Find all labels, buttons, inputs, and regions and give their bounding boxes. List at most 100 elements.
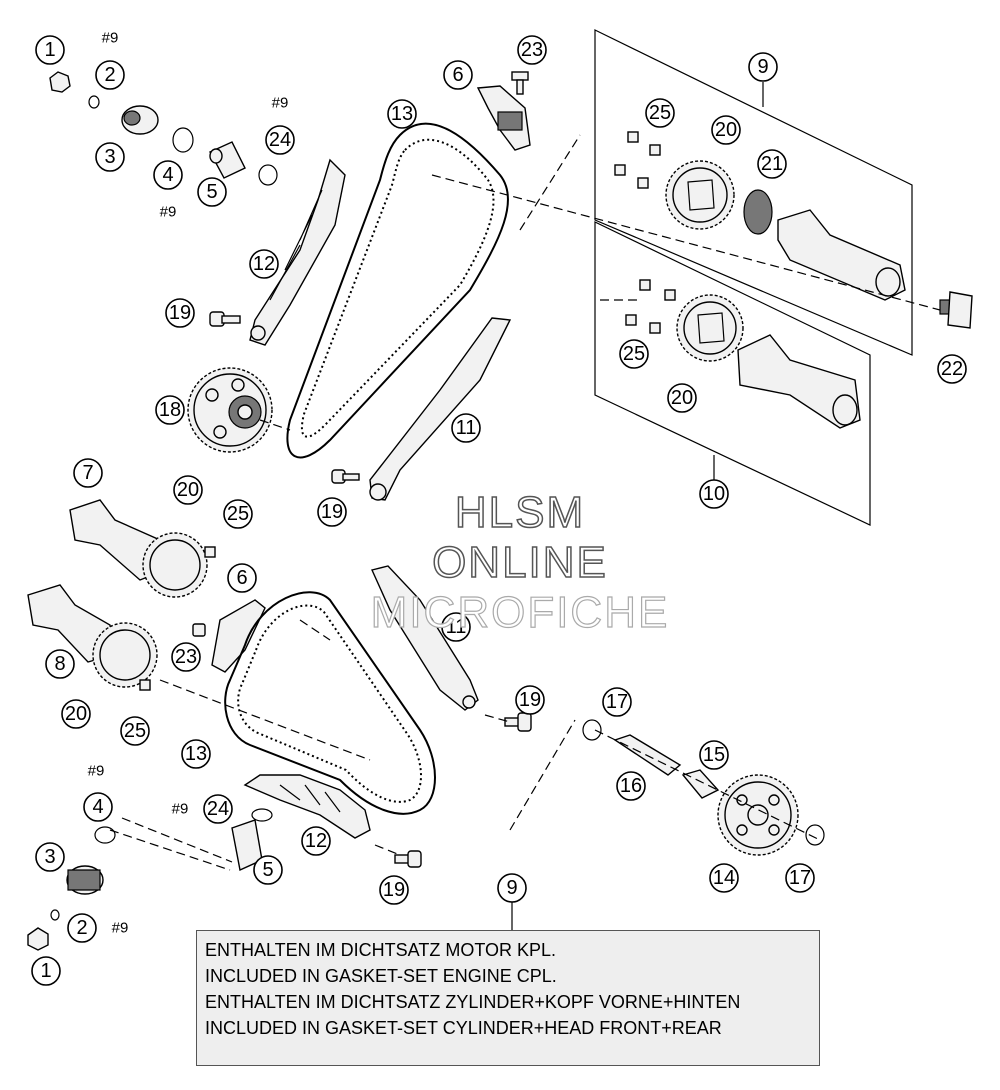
svg-text:23: 23 — [175, 646, 197, 668]
callout-24-top: 24 — [265, 125, 295, 155]
callout-13-top: 13 — [387, 99, 417, 129]
callout-19-lower-right: 19 — [515, 685, 545, 715]
callout-2-top: 2 — [95, 60, 125, 90]
svg-text:17: 17 — [789, 867, 811, 889]
svg-text:20: 20 — [671, 387, 693, 409]
callout-5-lower: 5 — [253, 855, 283, 885]
idler-gear-14 — [717, 774, 799, 856]
chain-tensioner-6-lower — [211, 599, 266, 673]
callout-23-top: 23 — [517, 35, 547, 65]
svg-text:11: 11 — [446, 616, 467, 638]
intake-camshaft-10 — [737, 334, 861, 429]
svg-text:22: 22 — [941, 358, 963, 380]
svg-text:12: 12 — [305, 830, 327, 852]
note-line-4: ENTHALTEN IM DICHTSATZ ZYLINDER+KOPF VOR… — [205, 992, 741, 1012]
bolt-23-lower — [192, 623, 206, 637]
callout-17-right: 17 — [785, 863, 815, 893]
callout-20-upper: 20 — [711, 115, 741, 145]
ref-9-a: #9 — [102, 30, 119, 47]
svg-text:14: 14 — [713, 867, 735, 889]
callout-15: 15 — [699, 740, 729, 770]
bolts-25-mid — [625, 279, 676, 334]
plug-1-lower — [27, 927, 49, 951]
svg-text:10: 10 — [703, 483, 725, 505]
callout-25-lower-2: 25 — [120, 716, 150, 746]
bolt-19-upper-left — [209, 311, 241, 327]
gasket-24-lower — [251, 808, 273, 822]
svg-text:3: 3 — [104, 146, 115, 168]
callout-6-lower: 6 — [227, 563, 257, 593]
svg-text:25: 25 — [649, 102, 671, 124]
note-line-1: ENTHALTEN IM DICHTSATZ MOTOR KPL. — [205, 940, 557, 960]
screw-plug-3-lower — [66, 865, 104, 895]
o-ring-4-lower — [94, 826, 116, 844]
callout-9-note: 9 — [497, 873, 527, 903]
svg-text:5: 5 — [262, 859, 273, 881]
camshaft-sprocket-20-lower-2 — [92, 622, 158, 688]
callout-21: 21 — [757, 149, 787, 179]
bearing-15 — [681, 769, 720, 799]
callout-17-left: 17 — [602, 687, 632, 717]
svg-text:3: 3 — [44, 846, 55, 868]
svg-text:20: 20 — [177, 479, 199, 501]
camshaft-sprocket-20-mid — [676, 294, 744, 362]
svg-text:19: 19 — [383, 879, 405, 901]
screw-plug-3-top — [121, 105, 159, 135]
callout-2-lower: 2 — [67, 913, 97, 943]
plug-1-top — [49, 71, 71, 93]
chain-guide-rail-lower — [371, 565, 479, 711]
gasket-24-top — [258, 164, 278, 186]
note-box: ENTHALTEN IM DICHTSATZ MOTOR KPL. INCLUD… — [196, 930, 820, 1066]
timing-chain-lower — [224, 591, 436, 815]
o-ring-4-top — [172, 127, 194, 153]
tensioner-piston-5-top — [209, 141, 246, 179]
note-line-5: INCLUDED IN GASKET-SET CYLINDER+HEAD FRO… — [205, 1018, 722, 1038]
note-line-2: INCLUDED IN GASKET-SET ENGINE CPL. — [205, 966, 557, 986]
callout-9: 9 — [748, 52, 778, 82]
callout-4-top: 4 — [153, 160, 183, 190]
callout-18: 18 — [155, 395, 185, 425]
callout-20-mid: 20 — [667, 383, 697, 413]
callout-6-top: 6 — [443, 60, 473, 90]
svg-text:6: 6 — [236, 567, 247, 589]
svg-text:17: 17 — [606, 691, 628, 713]
svg-text:25: 25 — [623, 343, 645, 365]
svg-text:4: 4 — [162, 164, 173, 186]
o-ring-2-lower — [50, 909, 60, 921]
svg-text:2: 2 — [104, 64, 115, 86]
svg-text:5: 5 — [206, 181, 217, 203]
o-ring-2-top — [88, 95, 100, 109]
callout-5-top: 5 — [197, 177, 227, 207]
callout-22: 22 — [937, 354, 967, 384]
callout-11-upper: 11 — [451, 413, 481, 443]
callout-24-lower: 24 — [203, 794, 233, 824]
svg-text:2: 2 — [76, 917, 87, 939]
svg-text:20: 20 — [715, 119, 737, 141]
bolts-25-lower — [139, 546, 216, 691]
svg-text:13: 13 — [185, 743, 207, 765]
ref-9-f: #9 — [112, 920, 129, 937]
callout-1-top: 1 — [35, 35, 65, 65]
chain-guide-rail-lower-2 — [243, 774, 371, 839]
svg-text:25: 25 — [227, 503, 249, 525]
svg-text:20: 20 — [65, 703, 87, 725]
bolts-25-upper — [614, 131, 661, 189]
camshaft-sprocket-20-lower-1 — [142, 532, 208, 598]
chain-guide-rail-upper — [249, 158, 346, 346]
timing-chain-upper — [286, 122, 509, 459]
svg-text:8: 8 — [54, 653, 65, 675]
svg-text:16: 16 — [620, 775, 642, 797]
callout-8: 8 — [45, 649, 75, 679]
washer-17-left — [582, 719, 602, 741]
callout-7: 7 — [73, 458, 103, 488]
exhaust-camshaft-9 — [777, 209, 906, 301]
callout-3-top: 3 — [95, 142, 125, 172]
svg-text:13: 13 — [391, 103, 413, 125]
callout-20-lower-2: 20 — [61, 699, 91, 729]
svg-text:21: 21 — [761, 153, 783, 175]
bolt-19-lower — [394, 850, 422, 868]
gear-21 — [743, 189, 773, 235]
svg-text:7: 7 — [82, 462, 93, 484]
svg-text:1: 1 — [44, 39, 55, 61]
